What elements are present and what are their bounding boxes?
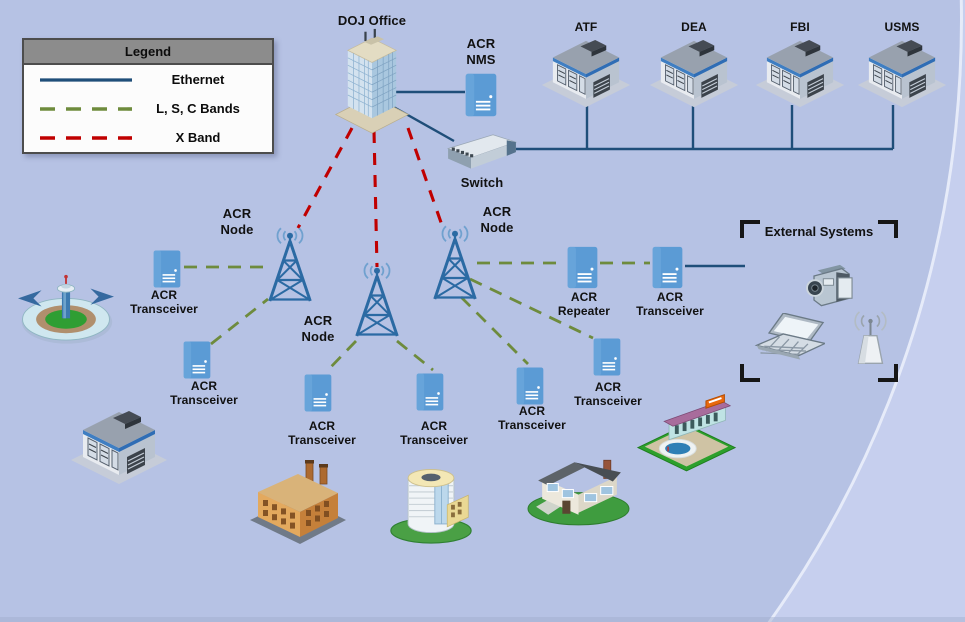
acr-transceiver3-server-icon bbox=[303, 373, 333, 413]
lsc-bands-line-sample bbox=[40, 106, 132, 111]
acr-transceiver4-label: ACR Transceiver bbox=[400, 419, 468, 448]
dea-label: DEA bbox=[681, 20, 707, 34]
acr-transceiver5-server-icon bbox=[515, 366, 545, 406]
acr-transceiver6-label: ACR Transceiver bbox=[574, 380, 642, 409]
usms-label: USMS bbox=[884, 20, 920, 34]
bracket-corner-icon bbox=[878, 364, 898, 382]
legend-title: Legend bbox=[24, 40, 272, 65]
lsc-link-node2-t3 bbox=[325, 340, 358, 372]
bracket-corner-icon bbox=[740, 220, 760, 238]
factory-building-icon bbox=[248, 460, 348, 545]
acr-node1-label: ACR Node bbox=[220, 206, 254, 237]
ethernet-line-sample bbox=[40, 77, 132, 82]
acr-node1-tower-icon bbox=[260, 226, 320, 307]
legend-row-lsc-bands: L, S, C Bands bbox=[24, 94, 272, 123]
x-band-line-sample bbox=[40, 135, 132, 140]
atf-label: ATF bbox=[574, 20, 598, 34]
legend-row-x-band: X Band bbox=[24, 123, 272, 152]
xband-doj-to-node3 bbox=[406, 127, 446, 232]
legend-label-lsc-bands: L, S, C Bands bbox=[156, 101, 240, 116]
acr-transceiver7-server-icon bbox=[651, 245, 684, 290]
dea-building-icon bbox=[648, 37, 740, 111]
acr-repeater-label: ACR Repeater bbox=[557, 290, 611, 319]
acr-node2-tower-icon bbox=[347, 261, 407, 342]
acr-node2-label: ACR Node bbox=[301, 313, 335, 344]
airport-tower-icon bbox=[16, 264, 116, 350]
acr-transceiver2-server-icon bbox=[182, 340, 212, 380]
external-systems-label: External Systems bbox=[764, 224, 874, 239]
xband-doj-to-node1 bbox=[296, 127, 354, 229]
acr-nms-server-icon bbox=[464, 72, 498, 118]
acr-transceiver7-label: ACR Transceiver bbox=[636, 290, 704, 319]
acr-transceiver2-label: ACR Transceiver bbox=[170, 379, 238, 408]
external-systems-box: External Systems bbox=[740, 220, 898, 382]
lsc-link-node2-t4 bbox=[396, 339, 434, 372]
acr-node3-label: ACR Node bbox=[480, 204, 514, 235]
doj-office-label: DOJ Office bbox=[337, 13, 407, 28]
acr-transceiver3-label: ACR Transceiver bbox=[288, 419, 356, 448]
doj-office-building-icon bbox=[330, 28, 414, 135]
acr-transceiver4-server-icon bbox=[415, 372, 445, 412]
acr-node3-tower-icon bbox=[425, 224, 485, 305]
switch-label: Switch bbox=[460, 175, 504, 190]
acr-repeater-server-icon bbox=[566, 245, 599, 290]
acr-transceiver6-server-icon bbox=[592, 337, 622, 377]
legend-row-ethernet: Ethernet bbox=[24, 65, 272, 94]
legend-label-ethernet: Ethernet bbox=[171, 72, 225, 87]
bracket-corner-icon bbox=[740, 364, 760, 382]
fbi-label: FBI bbox=[790, 20, 810, 34]
bottom-edge-shading bbox=[0, 617, 965, 622]
switch-icon bbox=[445, 132, 519, 176]
bracket-corner-icon bbox=[878, 220, 898, 238]
atf-building-icon bbox=[540, 37, 632, 111]
acr-transceiver1-label: ACR Transceiver bbox=[130, 288, 198, 317]
house-icon bbox=[526, 442, 632, 528]
xband-doj-to-node2 bbox=[372, 130, 379, 268]
lsc-link-node3-t5 bbox=[460, 296, 529, 365]
acr-transceiver1-server-icon bbox=[152, 249, 182, 289]
commercial-building-icon bbox=[68, 408, 170, 488]
acr-nms-label: ACR NMS bbox=[466, 36, 496, 67]
legend: Legend Ethernet L, S, C Bands X Band bbox=[22, 38, 274, 154]
legend-label-x-band: X Band bbox=[175, 130, 221, 145]
fbi-building-icon bbox=[754, 37, 846, 111]
round-office-building-icon bbox=[388, 457, 474, 545]
usms-building-icon bbox=[856, 37, 948, 111]
acr-transceiver5-label: ACR Transceiver bbox=[498, 404, 566, 433]
